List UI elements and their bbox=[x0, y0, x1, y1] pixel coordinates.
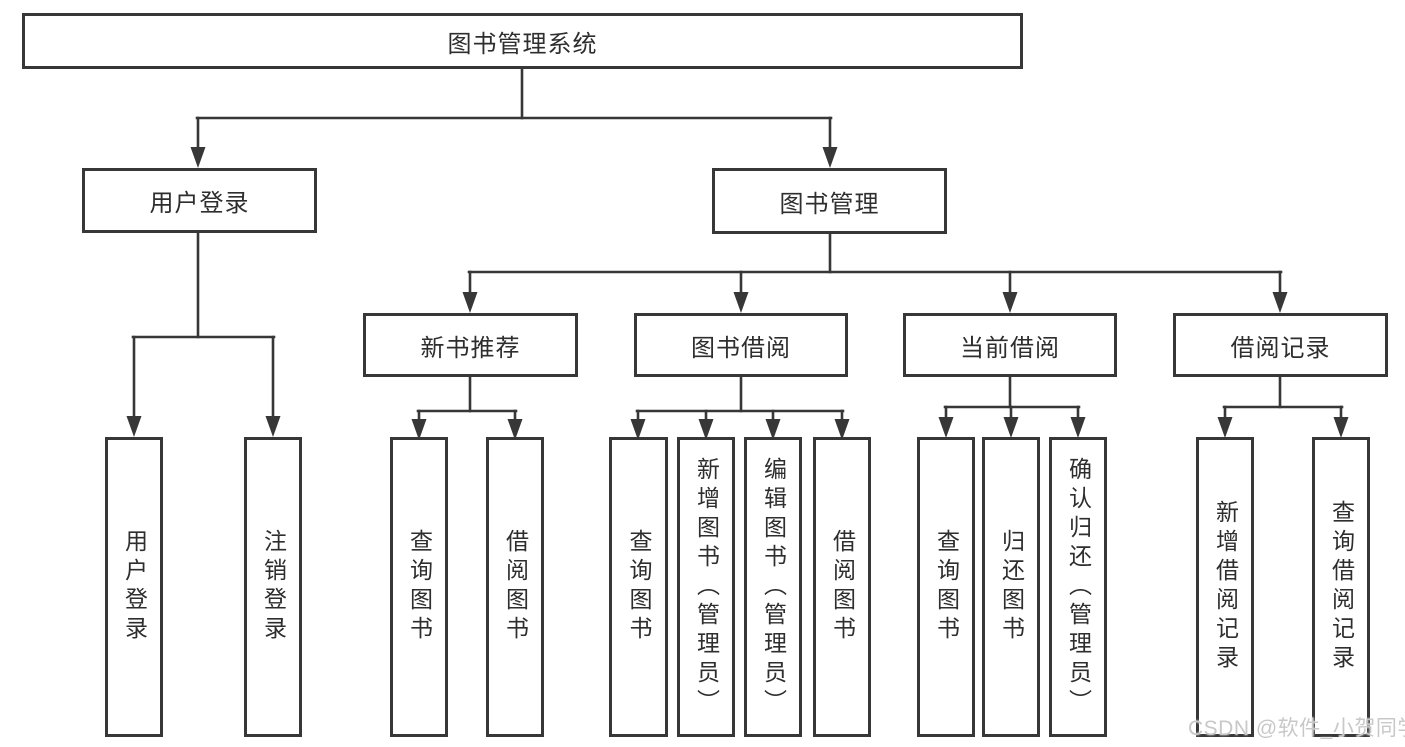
leaf-add-book-admin: 新增图书（管理员） bbox=[677, 437, 735, 737]
node-borrow-records-label: 借阅记录 bbox=[1230, 334, 1331, 362]
leaf-logout: 注销登录 bbox=[244, 437, 302, 737]
node-new-book-recommend: 新书推荐 bbox=[363, 313, 578, 377]
leaf-query-books-recommend-label: 查询图书 bbox=[406, 529, 433, 645]
leaf-logout-label: 注销登录 bbox=[260, 529, 287, 645]
leaf-query-books-current: 查询图书 bbox=[917, 437, 975, 737]
node-root: 图书管理系统 bbox=[22, 13, 1023, 69]
node-user-login-label: 用户登录 bbox=[149, 190, 250, 217]
node-root-label: 图书管理系统 bbox=[447, 30, 598, 58]
node-book-management: 图书管理 bbox=[712, 168, 947, 234]
leaf-query-books-borrow: 查询图书 bbox=[609, 437, 668, 737]
leaf-borrow-books-label: 借阅图书 bbox=[829, 529, 856, 645]
connector-borrow-records-children bbox=[1217, 375, 1349, 438]
leaf-return-book-label: 归还图书 bbox=[998, 529, 1025, 645]
node-current-borrow: 当前借阅 bbox=[903, 313, 1117, 377]
leaf-edit-book-admin: 编辑图书（管理员） bbox=[744, 437, 802, 737]
leaf-add-book-admin-label: 新增图书（管理员） bbox=[693, 456, 720, 718]
connector-book-borrow-children bbox=[630, 375, 850, 440]
connector-new-book-children bbox=[411, 375, 523, 440]
connector-book-mgmt-to-level3 bbox=[462, 232, 1288, 313]
leaf-query-borrow-record: 查询借阅记录 bbox=[1312, 437, 1370, 737]
node-borrow-records: 借阅记录 bbox=[1173, 313, 1388, 377]
leaf-query-borrow-record-label: 查询借阅记录 bbox=[1328, 500, 1355, 674]
leaf-add-borrow-record-label: 新增借阅记录 bbox=[1212, 500, 1239, 674]
leaf-confirm-return-admin-label: 确认归还（管理员） bbox=[1065, 456, 1092, 718]
connector-root-to-level2 bbox=[190, 67, 838, 168]
leaf-add-borrow-record: 新增借阅记录 bbox=[1196, 437, 1254, 737]
leaf-query-books-borrow-label: 查询图书 bbox=[626, 529, 652, 645]
leaf-query-books-current-label: 查询图书 bbox=[933, 529, 960, 645]
leaf-user-login-label: 用户登录 bbox=[121, 529, 148, 645]
leaf-confirm-return-admin: 确认归还（管理员） bbox=[1049, 437, 1107, 737]
node-book-borrow-label: 图书借阅 bbox=[691, 334, 791, 362]
leaf-borrow-books-recommend-label: 借阅图书 bbox=[502, 529, 529, 645]
node-current-borrow-label: 当前借阅 bbox=[960, 334, 1060, 362]
leaf-user-login: 用户登录 bbox=[105, 437, 163, 737]
node-user-login: 用户登录 bbox=[82, 168, 317, 233]
connector-current-borrow-children bbox=[938, 375, 1086, 438]
leaf-query-books-recommend: 查询图书 bbox=[390, 437, 448, 737]
node-book-borrow: 图书借阅 bbox=[634, 313, 848, 377]
watermark-text: CSDN @软件_小贺同学 bbox=[1188, 717, 1405, 740]
node-new-book-recommend-label: 新书推荐 bbox=[420, 334, 521, 362]
leaf-borrow-books-recommend: 借阅图书 bbox=[486, 437, 544, 737]
leaf-borrow-books: 借阅图书 bbox=[813, 437, 871, 737]
connector-user-login-children bbox=[126, 231, 281, 437]
leaf-edit-book-admin-label: 编辑图书（管理员） bbox=[760, 456, 787, 718]
node-book-management-label: 图书管理 bbox=[779, 190, 880, 218]
leaf-return-book: 归还图书 bbox=[982, 437, 1040, 737]
